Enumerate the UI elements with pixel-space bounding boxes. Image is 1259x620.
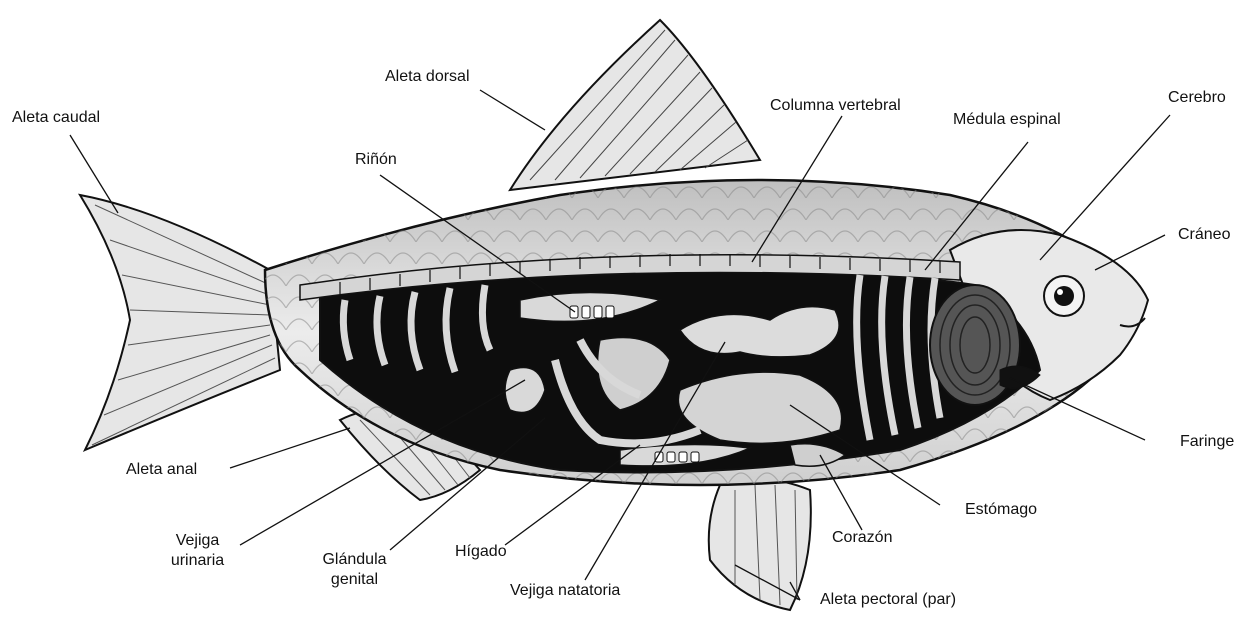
label-vejiga-natatoria: Vejiga natatoria <box>510 581 620 601</box>
label-craneo: Cráneo <box>1178 225 1230 245</box>
label-vejiga-urinaria-line1: Vejiga <box>155 531 240 551</box>
label-columna-vertebral: Columna vertebral <box>770 96 901 116</box>
label-rinon: Riñón <box>355 150 397 170</box>
label-aleta-pectoral: Aleta pectoral (par) <box>820 590 956 610</box>
label-vejiga-urinaria: Vejiga urinaria <box>155 531 240 571</box>
dorsal-fin <box>510 20 760 190</box>
label-aleta-dorsal: Aleta dorsal <box>385 67 470 87</box>
label-aleta-caudal: Aleta caudal <box>12 108 100 128</box>
label-cerebro: Cerebro <box>1168 88 1226 108</box>
label-faringe: Faringe <box>1180 432 1234 452</box>
label-glandula-genital-line1: Glándula <box>312 550 397 570</box>
label-vejiga-urinaria-line2: urinaria <box>155 551 240 571</box>
label-glandula-genital-line2: genital <box>312 570 397 590</box>
stomach <box>678 372 841 443</box>
label-medula-espinal: Médula espinal <box>953 110 1061 130</box>
label-corazon: Corazón <box>832 528 892 548</box>
label-higado: Hígado <box>455 542 507 562</box>
label-estomago: Estómago <box>965 500 1037 520</box>
pectoral-fin <box>709 479 811 610</box>
label-aleta-anal: Aleta anal <box>126 460 197 480</box>
caudal-fin <box>80 195 280 450</box>
label-glandula-genital: Glándula genital <box>312 550 397 590</box>
